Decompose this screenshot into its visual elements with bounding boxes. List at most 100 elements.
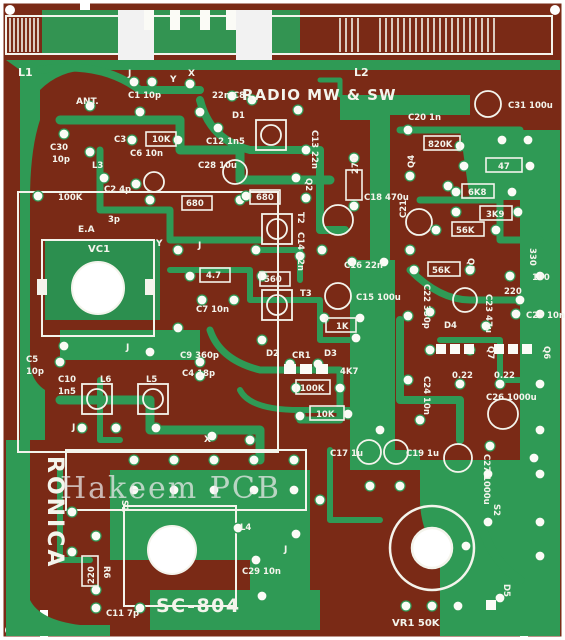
- comp-c20: C20 1n: [408, 113, 441, 123]
- comp-r560: 560: [264, 275, 282, 285]
- comp-c3: C3: [114, 135, 126, 145]
- brand-logo-text: RONICA: [42, 456, 67, 569]
- label-l1: L1: [18, 66, 33, 79]
- comp-r022a: 0.22: [452, 371, 473, 381]
- comp-r10k: 10K: [152, 135, 171, 145]
- comp-c14: C14 22n: [295, 232, 305, 271]
- volume-pot-outline: [388, 504, 476, 592]
- comp-r6: R6: [101, 566, 111, 579]
- comp-c30: C30: [50, 143, 68, 153]
- label-y2: Y: [155, 239, 163, 249]
- comp-c13: C13 22n: [309, 130, 319, 169]
- comp-r100kb: 100K: [300, 384, 325, 394]
- comp-d4: D4: [444, 321, 457, 331]
- comp-r4k7: 4K7: [340, 367, 359, 377]
- comp-c15: C15 100u: [356, 293, 401, 303]
- label-vr1: VR1 50K: [392, 618, 441, 629]
- comp-s2: S2: [491, 504, 501, 516]
- comp-r100k: 100K: [58, 193, 83, 203]
- comp-r3k9: 3K9: [486, 210, 505, 220]
- comp-d5: D5: [501, 584, 511, 597]
- comp-r1k: 1K: [336, 322, 349, 332]
- label-j1: J: [127, 69, 131, 79]
- comp-c23: C23 47u: [483, 294, 493, 333]
- comp-r47b: 47: [498, 162, 510, 172]
- comp-c7: C7 10n: [196, 305, 229, 315]
- comp-q7: Q7: [485, 346, 495, 359]
- comp-r220: 220: [504, 287, 522, 297]
- comp-r47: 4.7: [206, 271, 221, 281]
- comp-t2: T2: [295, 212, 305, 224]
- comp-c5v: 10p: [26, 367, 44, 377]
- comp-c10v: 1n5: [58, 387, 76, 397]
- solder-pads: [32, 76, 546, 614]
- label-j5: J: [283, 545, 287, 555]
- comp-q2: Q2: [303, 178, 313, 191]
- comp-c8: 22n C8: [212, 91, 245, 101]
- comp-c2b: 3p: [108, 215, 120, 225]
- comp-r220b: 220: [87, 566, 97, 584]
- comp-r680a: 680: [186, 199, 204, 209]
- comp-d1: D1: [232, 111, 245, 121]
- comp-c21: C21: [399, 200, 409, 218]
- comp-q5: Q5: [465, 258, 475, 271]
- label-j3: J: [125, 343, 129, 353]
- comp-c29: C29 10n: [242, 567, 281, 577]
- comp-c18: C18 470u: [364, 193, 409, 203]
- comp-r56kb: 56K: [432, 266, 451, 276]
- comp-t3: T3: [300, 289, 312, 299]
- comp-c31: C31 100u: [508, 101, 553, 111]
- comp-c16: C16 22n: [344, 261, 383, 271]
- label-j2: J: [197, 241, 201, 251]
- coil-outlines: [81, 90, 519, 473]
- transistor-pads: [144, 10, 532, 610]
- comp-c12: C12 1n5: [206, 137, 245, 147]
- label-y1: Y: [169, 75, 177, 85]
- comp-l4: L4: [240, 523, 251, 533]
- comp-c1: C1 10p: [128, 91, 161, 101]
- label-vc1: VC1: [88, 244, 110, 255]
- comp-c11: C11 7p: [106, 609, 139, 619]
- comp-c19: C19 1u: [406, 449, 439, 459]
- label-l2: L2: [354, 66, 369, 79]
- gang-capacitor-outline: [17, 191, 279, 453]
- comp-q4: Q4: [407, 155, 417, 168]
- ferrite-antenna-outline: [5, 10, 553, 60]
- comp-r022b: 0.22: [494, 371, 515, 381]
- comp-r270: 270: [351, 156, 361, 174]
- comp-q6: Q6: [541, 346, 551, 359]
- comp-l3: L3: [92, 161, 103, 171]
- board-title: RADIO MW & SW: [242, 86, 397, 104]
- comp-r100: 100: [532, 273, 550, 283]
- comp-r330: 330: [527, 248, 537, 266]
- comp-c5: C5: [26, 355, 38, 365]
- comp-c26: C26 1000u: [486, 393, 537, 403]
- board-model: SC-804: [156, 595, 241, 617]
- comp-c30v: 10p: [52, 155, 70, 165]
- comp-c25: C25 10n: [526, 311, 565, 321]
- comp-c4: C4 18p: [182, 369, 215, 379]
- label-j4: J: [71, 423, 75, 433]
- comp-r820k: 820K: [428, 140, 453, 150]
- comp-c17: C17 1u: [330, 449, 363, 459]
- comp-c28: C28 10u: [198, 161, 237, 171]
- comp-c9: C9 360p: [180, 351, 219, 361]
- comp-c22: C22 330p: [421, 284, 431, 329]
- label-x2: X: [204, 435, 211, 445]
- comp-l6: L6: [100, 375, 111, 385]
- comp-d3: D3: [324, 349, 337, 359]
- comp-c24: C24 10n: [421, 376, 431, 415]
- comp-r10kb: 10K: [316, 410, 335, 420]
- label-x1: X: [188, 69, 195, 79]
- comp-c27: C27 1000u: [481, 454, 491, 505]
- label-ant: ANT.: [76, 97, 99, 107]
- comp-c2: C2 4p: [104, 185, 131, 195]
- comp-r56ka: 56K: [456, 226, 475, 236]
- comp-cr1: CR1: [292, 351, 311, 361]
- comp-r680b: 680: [256, 193, 274, 203]
- comp-s1: S1: [119, 500, 129, 512]
- switch-outline: [65, 449, 307, 607]
- comp-l5: L5: [146, 375, 157, 385]
- comp-c6: C6 10n: [130, 149, 163, 159]
